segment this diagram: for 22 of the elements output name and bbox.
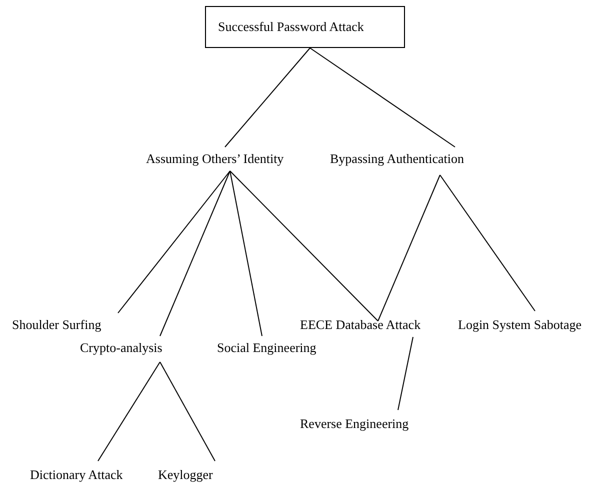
node-label: Shoulder Surfing [12, 317, 102, 333]
node-label: Dictionary Attack [30, 467, 123, 483]
connector-line [310, 48, 456, 148]
connector-line [98, 362, 160, 462]
connector-line [230, 170, 378, 322]
connector-line [378, 174, 440, 322]
connector-line [160, 170, 230, 336]
connector-line [230, 170, 262, 336]
node-label: Assuming Others’ Identity [146, 151, 284, 167]
connector-line [224, 48, 310, 148]
root-box: Successful Password Attack [205, 6, 405, 48]
node-label: Social Engineering [217, 340, 316, 356]
node-label: Reverse Engineering [300, 416, 409, 432]
connector-line [160, 362, 216, 462]
connector-line [398, 336, 414, 410]
node-label: Keylogger [158, 467, 213, 483]
node-label: EECE Database Attack [300, 317, 421, 333]
node-label: Login System Sabotage [458, 317, 582, 333]
node-label: Crypto-analysis [80, 340, 162, 356]
connector-line [440, 174, 536, 312]
node-label: Bypassing Authentication [330, 151, 464, 167]
connector-line [118, 170, 230, 314]
